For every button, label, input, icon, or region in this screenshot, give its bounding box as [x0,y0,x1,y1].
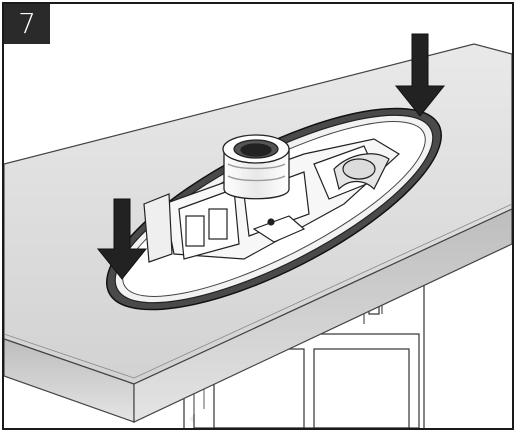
valve-mechanism [143,138,401,263]
arrow-down-icon [394,33,446,117]
threaded-fitting [222,134,290,200]
installation-illustration [4,33,512,428]
arrow-down-icon [96,198,148,280]
instruction-step-panel: 7 [2,2,514,430]
step-number-badge: 7 [4,4,50,44]
